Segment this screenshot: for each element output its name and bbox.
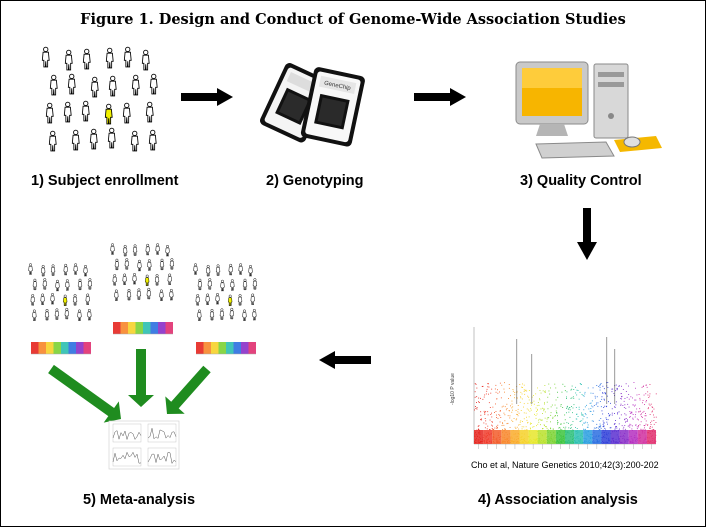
arrow-down-icon xyxy=(577,208,597,260)
citation-text: Cho et al, Nature Genetics 2010;42(3):20… xyxy=(471,460,659,470)
arrow-left-icon xyxy=(319,351,371,369)
manhattan-plot-icon: -log10 P value xyxy=(450,327,657,449)
computer-icon xyxy=(515,61,662,159)
arrow-right-icon xyxy=(181,88,233,106)
step-3-label: 3) Quality Control xyxy=(520,173,642,189)
crowd-icon xyxy=(41,46,158,152)
step-4-label: 4) Association analysis xyxy=(478,492,638,508)
step-1-label: 1) Subject enrollment xyxy=(31,173,179,189)
step-2-label: 2) Genotyping xyxy=(266,173,364,189)
step-5-label: 5) Meta-analysis xyxy=(83,492,196,508)
svg-text:-log10 P value: -log10 P value xyxy=(450,373,456,405)
figure-title: Figure 1. Design and Conduct of Genome-W… xyxy=(80,11,626,28)
arrow-right-icon xyxy=(414,88,466,106)
chip-label-text: GeneChip xyxy=(323,81,351,93)
meta-analysis-icon xyxy=(28,243,258,470)
genotyping-chip-icon: GeneChip xyxy=(260,63,365,147)
